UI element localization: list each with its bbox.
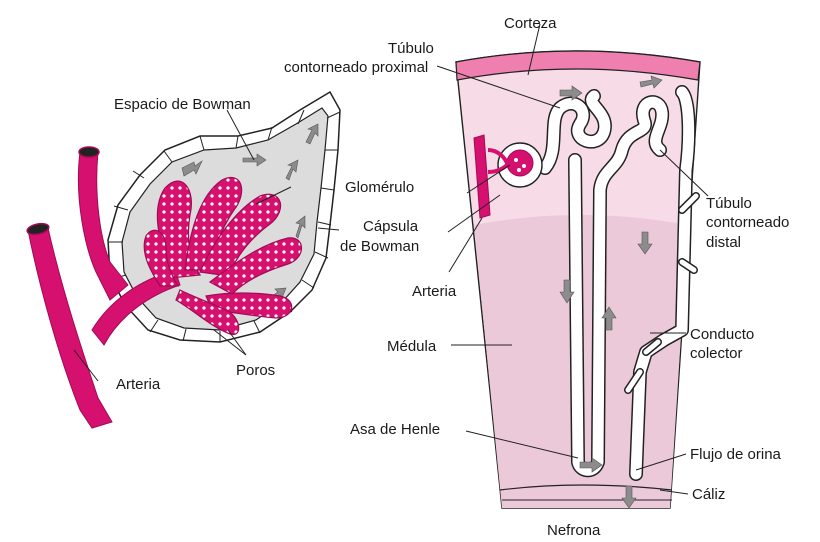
- label-flujo-orina: Flujo de orina: [690, 446, 781, 463]
- label-conducto-2: colector: [690, 345, 743, 362]
- label-conducto-1: Conducto: [690, 326, 754, 343]
- label-nefrona: Nefrona: [547, 522, 600, 539]
- label-tubulo-dist-2: contorneado: [706, 214, 789, 231]
- label-capsula-2: de Bowman: [340, 238, 419, 255]
- label-arteria-left: Arteria: [116, 376, 160, 393]
- label-arteria-right: Arteria: [412, 283, 456, 300]
- label-tubulo-dist-1: Túbulo: [706, 195, 752, 212]
- label-corteza: Corteza: [504, 15, 557, 32]
- label-glomerulo: Glomérulo: [345, 179, 414, 196]
- label-caliz: Cáliz: [692, 486, 725, 503]
- label-capsula-1: Cápsula: [363, 218, 418, 235]
- label-medula: Médula: [387, 338, 436, 355]
- label-poros: Poros: [236, 362, 275, 379]
- label-asa-henle: Asa de Henle: [350, 421, 440, 438]
- label-tubulo-prox-2: contorneado proximal: [284, 59, 428, 76]
- label-tubulo-dist-3: distal: [706, 234, 741, 251]
- label-tubulo-prox-1: Túbulo: [388, 40, 434, 57]
- label-espacio-bowman: Espacio de Bowman: [114, 96, 251, 113]
